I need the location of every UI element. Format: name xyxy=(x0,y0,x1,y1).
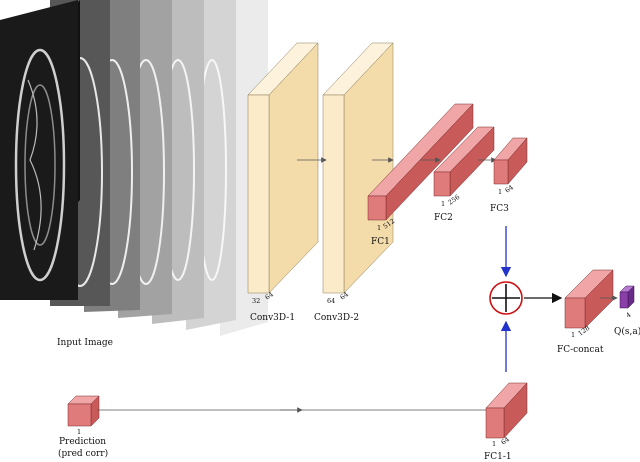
prediction-label-line2: (pred corr) xyxy=(58,448,108,459)
conv3d-2-dim-a: 64 xyxy=(327,297,335,305)
conv3d-2-front xyxy=(322,94,345,294)
fc2-block xyxy=(433,126,495,197)
fc1-front xyxy=(367,195,387,221)
conv3d-1-dim-a: 32 xyxy=(252,297,260,305)
fc1-block xyxy=(367,103,474,221)
output-front xyxy=(619,291,629,309)
sum-node xyxy=(489,281,523,315)
fc-concat-dim-a: 1 xyxy=(571,331,575,339)
fc1-1-block xyxy=(485,382,528,439)
conv3d-2-block xyxy=(322,42,394,294)
conv3d-1-dim-b: 64 xyxy=(264,290,275,301)
conv3d-2-dim-b: 64 xyxy=(339,290,350,301)
fc2-label: FC2 xyxy=(434,213,453,223)
fc3-dim-a: 1 xyxy=(498,188,502,196)
fc-concat-front xyxy=(564,297,586,329)
fc3-dim-b: 64 xyxy=(504,183,515,194)
prediction-dim: 1 xyxy=(77,428,81,436)
conv3d-2-label: Conv3D-2 xyxy=(314,313,359,323)
fc1-1-dim-b: 64 xyxy=(500,435,511,446)
fc3-label: FC3 xyxy=(490,204,509,214)
prediction-front xyxy=(67,403,92,427)
fc1-1-front xyxy=(485,407,505,439)
fc-concat-label: FC-concat xyxy=(557,345,604,355)
input-frame-1 xyxy=(0,0,80,300)
output-dim: 4 xyxy=(625,311,633,320)
output-block xyxy=(619,285,635,309)
conv3d-1-label: Conv3D-1 xyxy=(250,313,295,323)
fc2-front xyxy=(433,171,451,197)
prediction-block xyxy=(67,395,100,427)
fc1-dim-a: 1 xyxy=(377,224,381,232)
fc1-1-dim-a: 1 xyxy=(492,440,496,448)
fc-concat-block xyxy=(564,269,614,329)
fc2-dim-a: 1 xyxy=(441,200,445,208)
output-label: Q(s,a) xyxy=(614,326,640,337)
conv3d-1-block xyxy=(247,42,319,294)
conv3d-1-front xyxy=(247,94,270,294)
fc3-block xyxy=(493,137,528,185)
fc1-1-label: FC1-1 xyxy=(484,452,512,462)
fc3-front xyxy=(493,159,509,185)
input-image-label: Input Image xyxy=(57,338,113,348)
fc1-label: FC1 xyxy=(371,237,390,247)
prediction-label-line1: Prediction xyxy=(59,437,106,447)
input-image-stack xyxy=(0,0,268,336)
